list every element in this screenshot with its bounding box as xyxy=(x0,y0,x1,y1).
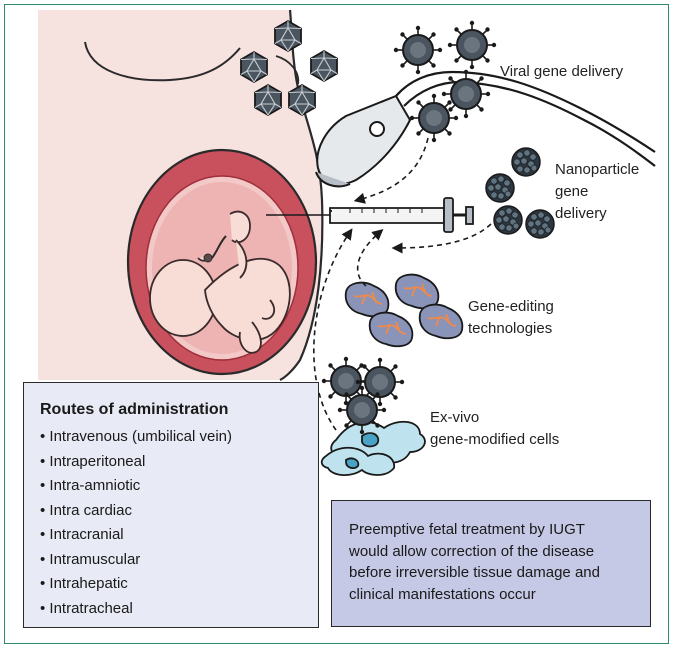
route-item: Intramuscular xyxy=(40,548,318,573)
note-line: clinical manifestations occur xyxy=(349,585,536,603)
gene-editing-protein-icon xyxy=(344,281,390,318)
label-gene-modified-cells: gene-modified cells xyxy=(430,431,560,448)
route-item: Intra-amniotic xyxy=(40,474,318,499)
note-line: Preemptive fetal treatment by IUGT xyxy=(349,521,585,538)
routes-list: Intravenous (umbilical vein) Intraperito… xyxy=(40,425,318,621)
icosahedral-virus xyxy=(274,20,302,52)
route-item: Intrahepatic xyxy=(40,572,318,597)
route-item: Intratracheal xyxy=(40,597,318,622)
treatment-note-box: Preemptive fetal treatment by IUGT would… xyxy=(331,500,651,627)
delivery-arrows xyxy=(313,137,492,431)
label-gene-editing-technologies: technologies xyxy=(468,320,553,337)
route-item: Intracranial xyxy=(40,523,318,548)
note-line: before irreversible tissue damage and xyxy=(349,564,600,581)
label-gene-editing: Gene-editing xyxy=(468,298,554,315)
syringe xyxy=(266,197,474,233)
routes-of-administration-box: Routes of administration Intravenous (um… xyxy=(23,382,319,628)
label-nanoparticle: Nanoparticle xyxy=(555,161,640,178)
routes-title: Routes of administration xyxy=(40,401,229,418)
ultrasound-probe xyxy=(315,70,656,188)
label-nanoparticle-gene: gene xyxy=(555,183,589,200)
route-item: Intra cardiac xyxy=(40,499,318,524)
figure-frame xyxy=(4,4,669,644)
viral-vector-icon xyxy=(392,24,444,76)
note-line: would allow correction of the disease xyxy=(349,542,595,560)
label-nanoparticle-delivery: delivery xyxy=(555,205,607,222)
route-item: Intraperitoneal xyxy=(40,450,318,475)
label-ex-vivo: Ex-vivo xyxy=(430,409,480,426)
label-viral-gene-delivery: Viral gene delivery xyxy=(500,63,624,80)
nanoparticle-icon xyxy=(511,147,541,177)
route-item: Intravenous (umbilical vein) xyxy=(40,425,318,450)
modified-cells xyxy=(320,420,426,476)
fetus xyxy=(149,210,291,354)
